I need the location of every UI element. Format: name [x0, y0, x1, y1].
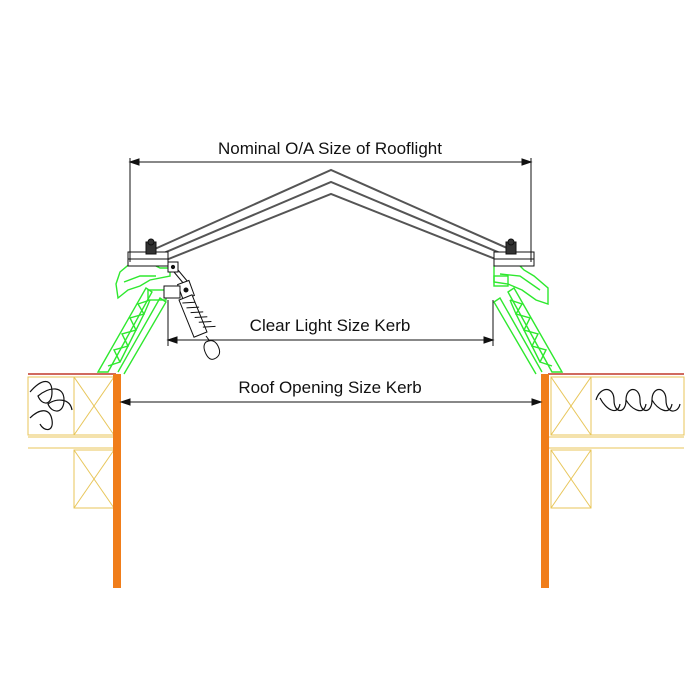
left-upstand — [113, 374, 121, 588]
stay-handle-hook — [203, 340, 221, 360]
nominal-size-label: Nominal O/A Size of Rooflight — [218, 139, 442, 158]
glazing-sheet-outer — [147, 168, 517, 253]
clear-light-size-label: Clear Light Size Kerb — [250, 316, 411, 335]
right-upstand — [541, 374, 549, 588]
right-roof-buildup — [548, 373, 685, 509]
left-roof-buildup — [27, 373, 116, 509]
stay-arm — [163, 261, 221, 360]
roof-opening-size-label: Roof Opening Size Kerb — [238, 378, 421, 397]
right-insulation — [590, 376, 685, 436]
right-kerb — [493, 261, 564, 375]
left-glazing-cap — [127, 238, 169, 267]
right-timber-lower — [550, 449, 592, 509]
glazing-sheets — [147, 168, 517, 265]
glazing-sheet-middle — [151, 180, 513, 259]
clear-light-dimension — [166, 300, 495, 346]
left-kerb — [96, 261, 171, 375]
stay-spring — [178, 294, 208, 338]
nominal-dimension — [128, 158, 533, 262]
roof-opening-dimension — [119, 398, 543, 406]
right-insulation-wave — [595, 388, 681, 412]
glazing-sheet-inner — [155, 192, 509, 265]
left-insulation-wave — [29, 380, 73, 412]
right-glazing-cap — [493, 238, 535, 267]
